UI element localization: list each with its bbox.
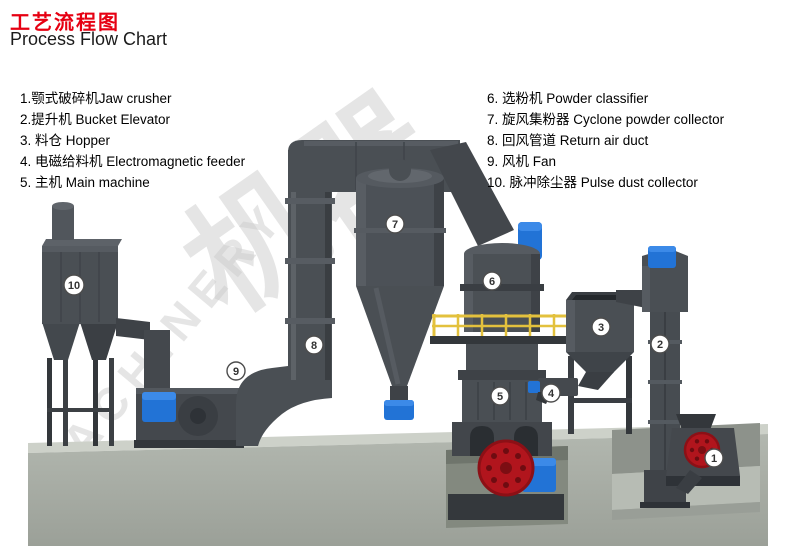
pulse-dust-collector-machine <box>42 202 150 446</box>
cyclone-shape <box>354 159 446 420</box>
svg-text:2: 2 <box>657 339 663 351</box>
legend-item-10: 10. 脉冲除尘器 Pulse dust collector <box>487 175 698 190</box>
cyclone-to-classifier-duct <box>430 142 514 246</box>
main-machine-shape <box>448 344 564 520</box>
mill-red-wheel <box>477 439 535 497</box>
legend-right-column: 6. 选粉机 Powder classifier 7. 旋风集粉器 Cyclon… <box>487 88 724 193</box>
svg-text:5: 5 <box>497 391 503 403</box>
numbered-markers: 1 2 3 4 5 6 7 <box>63 214 724 468</box>
marker-pulse-dust-collector: 10 <box>63 274 85 296</box>
powder-classifier-shape <box>460 222 544 332</box>
marker-powder-classifier: 6 <box>482 271 502 291</box>
svg-text:4: 4 <box>548 388 555 400</box>
legend-item-2: 2.提升机 Bucket Elevator <box>20 112 171 127</box>
legend-item-6: 6. 选粉机 Powder classifier <box>487 91 649 106</box>
page-title-zh: 工艺流程图 <box>10 12 120 34</box>
legend-item-7: 7. 旋风集粉器 Cyclone powder collector <box>487 112 725 127</box>
legend-item-9: 9. 风机 Fan <box>487 154 557 169</box>
page-title-en: Process Flow Chart <box>10 29 168 49</box>
svg-text:3: 3 <box>598 322 604 334</box>
return-air-duct-shape <box>285 140 460 380</box>
fan-machine <box>134 330 332 448</box>
legend-left-column: 1.颚式破碎机Jaw crusher 2.提升机 Bucket Elevator… <box>20 88 245 193</box>
platform-railing <box>430 314 580 344</box>
marker-cyclone-powder-collector: 7 <box>385 214 405 234</box>
legend-item-8: 8. 回风管道 Return air duct <box>487 133 649 148</box>
marker-hopper: 3 <box>591 317 611 337</box>
fan-outlet-elbow <box>236 366 332 446</box>
feeder-coil <box>528 381 540 393</box>
svg-text:7: 7 <box>392 219 398 231</box>
svg-text:1: 1 <box>711 453 717 465</box>
svg-text:9: 9 <box>233 366 239 378</box>
legend-item-5: 5. 主机 Main machine <box>20 175 150 190</box>
marker-electromagnetic-feeder: 4 <box>541 383 561 403</box>
legend-item-1: 1.颚式破碎机Jaw crusher <box>20 91 172 106</box>
svg-text:8: 8 <box>311 340 317 352</box>
legend-item-4: 4. 电磁给料机 Electromagnetic feeder <box>20 154 246 169</box>
marker-bucket-elevator: 2 <box>650 334 670 354</box>
marker-jaw-crusher: 1 <box>704 448 724 468</box>
legend-item-3: 3. 料仓 Hopper <box>20 133 111 148</box>
marker-return-air-duct: 8 <box>304 335 324 355</box>
hopper-shape <box>566 292 634 434</box>
svg-text:10: 10 <box>68 280 80 292</box>
svg-text:6: 6 <box>489 276 495 288</box>
filter-stack <box>52 206 74 240</box>
marker-fan: 9 <box>226 361 246 381</box>
marker-main-machine: 5 <box>490 386 510 406</box>
